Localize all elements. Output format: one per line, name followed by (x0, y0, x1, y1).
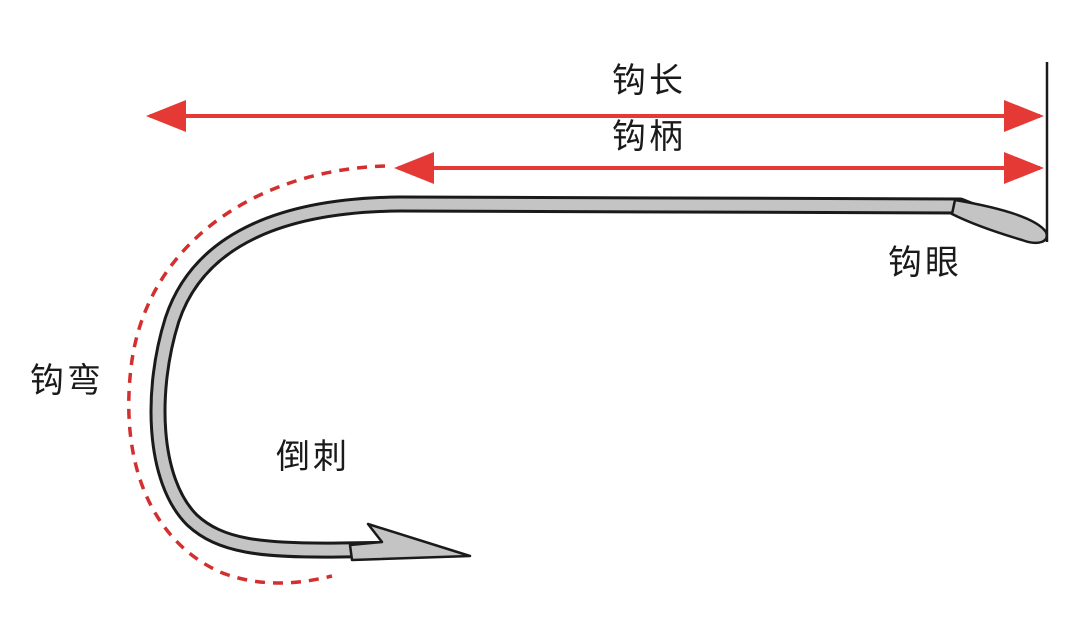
hook-eye (950, 198, 1048, 244)
hook-body-outline (149, 195, 1009, 559)
barb-label: 倒刺 (276, 437, 350, 477)
hook-body-fill (152, 198, 1006, 556)
hook-shape (149, 195, 1048, 562)
hook-barb (348, 522, 472, 562)
hook-length-label: 钩长 (612, 61, 686, 101)
shank-label: 钩柄 (612, 117, 686, 157)
bend-label: 钩弯 (30, 361, 104, 401)
eye-label: 钩眼 (888, 243, 962, 283)
